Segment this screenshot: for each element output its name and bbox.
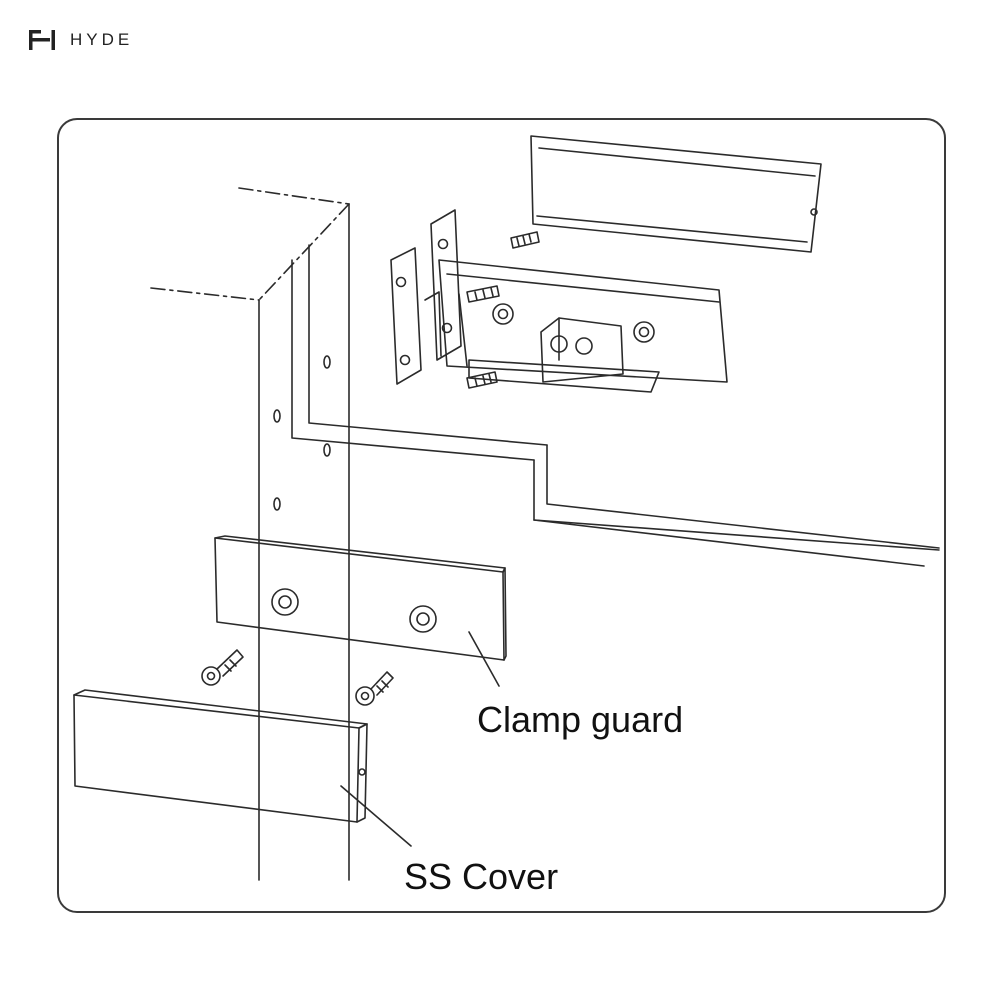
brand-header: HYDE — [28, 29, 133, 51]
clamp-guard — [214, 535, 507, 661]
brand-name: HYDE — [70, 30, 134, 49]
diagram-panel: Clamp guard SS Cover — [57, 118, 946, 913]
ss-cover-leader — [340, 785, 412, 847]
ss-cover-label: SS Cover — [404, 856, 559, 897]
screw-icon — [466, 371, 498, 389]
screw-icon — [201, 649, 244, 686]
installation-drawing — [73, 135, 940, 881]
glass-holes — [273, 355, 331, 511]
screw-icon — [466, 285, 500, 303]
ss-cover — [73, 689, 368, 823]
h-logo-icon — [29, 30, 55, 50]
hinge-bracket — [390, 209, 728, 393]
screw-icon — [355, 671, 394, 706]
clamp-guard-leader — [468, 631, 500, 687]
top-channel-cover — [530, 135, 822, 253]
clamp-guard-label: Clamp guard — [477, 699, 684, 740]
screw-icon — [510, 231, 540, 249]
glass-panel-outline — [150, 187, 940, 881]
